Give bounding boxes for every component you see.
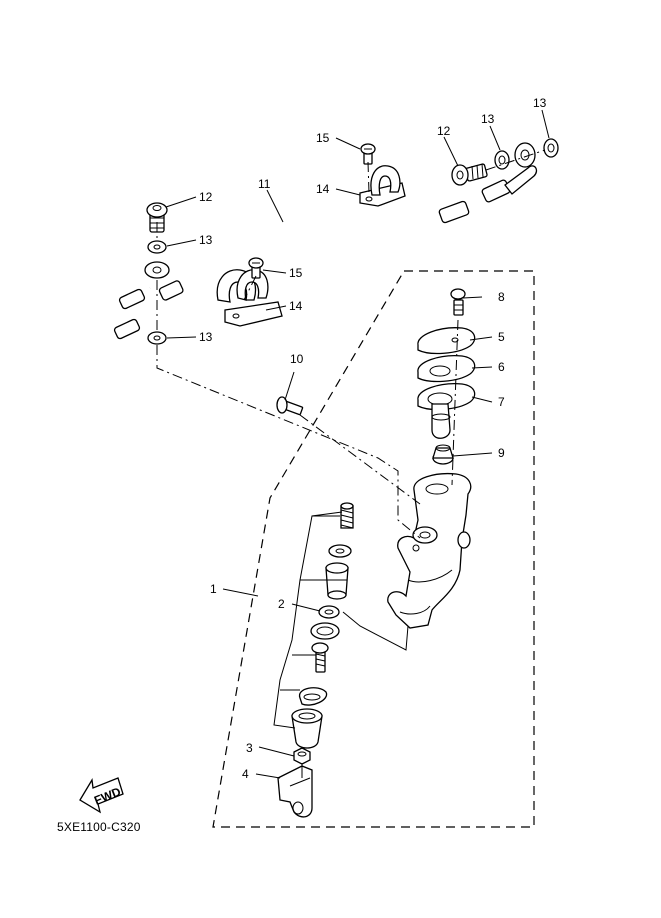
cap-screw xyxy=(450,288,466,316)
washer-left-top xyxy=(147,240,167,254)
cup-secondary xyxy=(318,605,340,619)
assembly-boundary xyxy=(212,270,535,828)
callout-12-right: 12 xyxy=(437,124,451,138)
callout-15-top: 15 xyxy=(316,131,330,145)
callout-13-left-bottom: 13 xyxy=(199,330,213,344)
washer-right-a xyxy=(494,150,510,170)
callout-13-left-top: 13 xyxy=(199,233,213,247)
callout-4: 4 xyxy=(242,767,249,781)
reservoir-cap xyxy=(417,327,476,355)
alignment-line-hose xyxy=(156,345,421,539)
callout-1: 1 xyxy=(210,582,217,596)
callout-5: 5 xyxy=(498,330,505,344)
alignment-line-cap xyxy=(451,319,459,486)
cap-plate xyxy=(417,355,476,383)
screw-bottom xyxy=(248,257,264,279)
cup-primary xyxy=(328,544,352,558)
diaphragm xyxy=(417,383,476,439)
callout-13-right-b: 13 xyxy=(533,96,547,110)
callout-8: 8 xyxy=(498,290,505,304)
master-cylinder-body xyxy=(387,472,472,629)
alignment-line-bolt xyxy=(299,414,421,505)
callout-12-left: 12 xyxy=(199,190,213,204)
banjo-fitting xyxy=(514,142,536,168)
washer-right-b xyxy=(543,138,559,158)
callout-14-bottom: 14 xyxy=(289,299,303,313)
spring xyxy=(340,502,354,529)
union-bolt-right xyxy=(451,163,488,186)
callout-7: 7 xyxy=(498,395,505,409)
callout-2: 2 xyxy=(278,597,285,611)
callout-9: 9 xyxy=(498,446,505,460)
callout-labels: 1 2 3 4 5 6 7 8 9 10 11 12 12 13 13 13 1… xyxy=(199,96,547,781)
hose-clamp-top xyxy=(359,165,406,207)
screw-top xyxy=(360,143,376,165)
callout-3: 3 xyxy=(246,741,253,755)
brake-hose xyxy=(70,165,538,351)
leader-lines xyxy=(165,109,550,779)
o-ring-cap xyxy=(432,444,454,465)
callout-11: 11 xyxy=(258,177,271,191)
union-bolt-left xyxy=(146,202,168,233)
piston xyxy=(325,562,349,600)
hose-clamp-bottom xyxy=(216,269,283,327)
callout-14-top: 14 xyxy=(316,182,330,196)
diagram-code: 5XE1100-C320 xyxy=(57,820,141,834)
boot xyxy=(310,622,340,640)
callout-6: 6 xyxy=(498,360,505,374)
mounting-bolt xyxy=(276,396,304,416)
callout-15-bottom: 15 xyxy=(289,266,303,280)
callout-13-right-a: 13 xyxy=(481,112,495,126)
circlip xyxy=(298,687,328,706)
fwd-arrow-icon: FWD xyxy=(79,777,124,814)
dust-boot xyxy=(291,708,323,749)
push-rod xyxy=(311,642,329,673)
washer-left-bottom xyxy=(147,331,167,345)
lock-nut xyxy=(293,747,311,765)
clevis xyxy=(277,765,313,818)
callout-10: 10 xyxy=(290,352,304,366)
